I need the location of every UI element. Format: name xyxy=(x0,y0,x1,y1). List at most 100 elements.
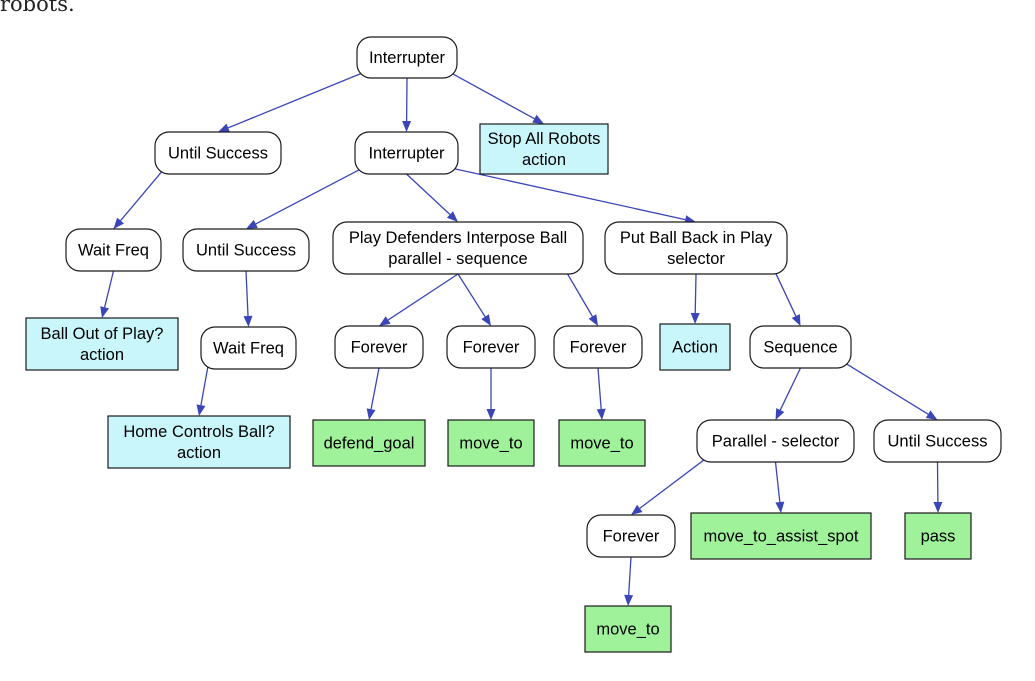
node-forever3: Forever xyxy=(553,325,643,369)
node-stopall-box xyxy=(479,123,609,175)
node-root: Interrupter xyxy=(356,36,458,79)
edge-playdef-to-forever2-arrowhead xyxy=(481,314,491,326)
edge-playdef-to-forever2 xyxy=(457,273,486,318)
edge-root-to-until1 xyxy=(227,71,366,129)
node-root-box xyxy=(356,36,458,79)
edge-forever2-to-moveto1-arrowhead xyxy=(486,409,496,420)
node-forever1-label: Forever xyxy=(351,338,408,356)
edge-putball-to-actionbox-arrowhead xyxy=(690,312,700,324)
edge-interrupter2-to-until2-arrowhead xyxy=(246,219,258,229)
node-actionbox-label: Action xyxy=(672,338,718,356)
node-until2-box xyxy=(182,228,310,272)
edge-parsel-to-forever4 xyxy=(639,455,710,509)
node-pass: pass xyxy=(904,512,972,560)
node-waitfreq1-label: Wait Freq xyxy=(78,241,149,259)
node-until1-label: Until Success xyxy=(168,144,268,162)
node-sequence-label: Sequence xyxy=(763,338,837,356)
node-waitfreq1-box xyxy=(65,228,162,272)
edge-interrupter2-to-playdef xyxy=(406,173,451,215)
node-waitfreq1: Wait Freq xyxy=(65,228,162,272)
node-interrupter2: Interrupter xyxy=(354,131,459,175)
edge-until3-to-pass-arrowhead xyxy=(933,501,943,513)
node-ballout-box xyxy=(25,317,179,371)
edge-forever4-to-moveto3-arrowhead xyxy=(624,594,634,606)
node-moveto3: move_to xyxy=(584,605,672,653)
node-forever2-label: Forever xyxy=(463,338,520,356)
node-putball-label: Put Ball Back in Play xyxy=(620,229,773,247)
edge-forever3-to-moveto2-arrowhead xyxy=(596,408,606,420)
node-ballout-label: Ball Out of Play? xyxy=(41,325,164,343)
node-playdef-box xyxy=(332,221,584,275)
edge-parsel-to-assist-arrowhead xyxy=(775,501,785,513)
edge-forever1-to-defendgoal xyxy=(370,367,380,410)
node-parsel-label: Parallel - selector xyxy=(712,432,840,450)
edge-interrupter2-to-playdef-arrowhead xyxy=(446,211,458,222)
node-putball-box xyxy=(604,221,788,275)
node-moveto1-box xyxy=(447,419,535,467)
edge-root-to-until1-arrowhead xyxy=(218,123,230,132)
node-homectrl-box xyxy=(107,415,291,469)
node-moveto3-box xyxy=(584,605,672,653)
node-actionbox: Action xyxy=(659,323,731,371)
node-forever4-label: Forever xyxy=(603,527,660,545)
edge-playdef-to-forever1-arrowhead xyxy=(379,316,391,326)
node-parsel-box xyxy=(696,419,855,463)
edge-root-to-stopall xyxy=(448,71,535,120)
node-playdef-label: Play Defenders Interpose Ball xyxy=(349,229,567,247)
node-until3-box xyxy=(873,419,1002,463)
edge-root-to-stopall-arrowhead xyxy=(532,114,544,124)
edge-until1-to-waitfreq1-arrowhead xyxy=(113,217,125,229)
edge-parsel-to-forever4-arrowhead xyxy=(631,504,643,515)
node-ballout: Ball Out of Play? action xyxy=(25,317,179,371)
node-playdef-label: parallel - sequence xyxy=(388,250,527,268)
node-forever4-box xyxy=(586,514,676,558)
node-homectrl-label: action xyxy=(177,444,221,462)
edge-root-to-interrupter2-arrowhead xyxy=(402,120,412,132)
node-forever2: Forever xyxy=(446,325,536,369)
edge-waitfreq2-to-homectrl-arrowhead xyxy=(196,404,206,416)
node-until1: Until Success xyxy=(154,131,282,175)
node-moveto3-label: move_to xyxy=(596,620,659,638)
node-defendgoal-box xyxy=(312,419,426,467)
node-assist: move_to_assist_spot xyxy=(690,512,872,560)
edges-layer xyxy=(100,71,943,606)
edge-sequence-to-until3-arrowhead xyxy=(925,410,938,420)
node-waitfreq2-label: Wait Freq xyxy=(213,339,284,357)
node-pass-label: pass xyxy=(921,527,956,545)
node-stopall-label: Stop All Robots xyxy=(488,130,601,148)
node-moveto1: move_to xyxy=(447,419,535,467)
node-parsel: Parallel - selector xyxy=(696,419,855,463)
edge-parsel-to-assist xyxy=(774,461,781,503)
edge-playdef-to-forever3-arrowhead xyxy=(588,314,598,326)
edge-putball-to-sequence xyxy=(771,265,797,317)
node-interrupter2-box xyxy=(354,131,459,175)
edge-forever4-to-moveto3 xyxy=(628,556,632,596)
edge-until1-to-waitfreq1 xyxy=(120,167,166,222)
node-assist-box xyxy=(690,512,872,560)
edge-interrupter2-to-until2 xyxy=(255,167,364,225)
node-moveto2-box xyxy=(558,419,646,467)
node-defendgoal: defend_goal xyxy=(312,419,426,467)
node-until2-label: Until Success xyxy=(196,241,296,259)
edge-forever1-to-defendgoal-arrowhead xyxy=(366,408,376,420)
page-text-fragment: robots. xyxy=(0,0,75,16)
node-stopall: Stop All Robots action xyxy=(479,123,609,175)
edge-putball-to-sequence-arrowhead xyxy=(791,314,801,326)
edge-until2-to-waitfreq2-arrowhead xyxy=(243,315,253,327)
node-ballout-label: action xyxy=(80,346,124,364)
edge-sequence-to-until3 xyxy=(842,361,929,415)
edge-forever3-to-moveto2 xyxy=(597,367,602,410)
node-moveto1-label: move_to xyxy=(459,434,522,452)
edge-interrupter2-to-putball xyxy=(449,167,686,221)
node-until3: Until Success xyxy=(873,419,1002,463)
edge-until2-to-waitfreq2 xyxy=(245,270,249,317)
node-actionbox-box xyxy=(659,323,731,371)
node-assist-label: move_to_assist_spot xyxy=(703,527,858,545)
node-pass-box xyxy=(904,512,972,560)
node-moveto2-label: move_to xyxy=(570,434,633,452)
node-stopall-label: action xyxy=(522,151,566,169)
